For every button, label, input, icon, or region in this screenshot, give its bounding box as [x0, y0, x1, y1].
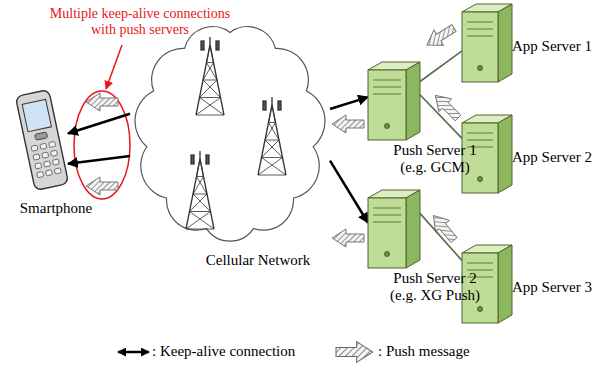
node-label: Cellular Network — [206, 252, 311, 269]
server-icon — [368, 62, 420, 140]
cloud-outline — [135, 27, 325, 242]
push-message-arrow — [86, 93, 118, 111]
keep-alive-connection — [330, 97, 368, 109]
server-link — [420, 51, 462, 82]
callout-ellipse — [74, 91, 130, 199]
keep-alive-connection — [330, 161, 368, 223]
push-server-node: Push Server 2 (e.g. XG Push) — [368, 190, 420, 268]
node-label: Push Server 2 (e.g. XG Push) — [385, 270, 485, 305]
keep-alive-connection — [68, 156, 130, 164]
cell-tower — [196, 37, 224, 115]
server-icon — [462, 115, 512, 193]
server-link — [420, 95, 462, 139]
push-server-node: Push Server 1 (e.g. GCM) — [368, 62, 420, 140]
cell-tower — [258, 97, 286, 175]
server-shape — [462, 4, 512, 82]
push-message-arrow — [86, 177, 118, 195]
cell-tower — [186, 151, 214, 229]
push-message-arrow — [429, 89, 464, 124]
app-server-node: App Server 1 — [462, 4, 512, 82]
legend-text: : Keep-alive connection — [152, 343, 295, 360]
server-shape — [368, 190, 420, 268]
legend-keepalive-symbol — [118, 351, 149, 354]
callout-text: Multiple keep-alive connections with pus… — [46, 6, 234, 38]
server-icon — [462, 4, 512, 82]
node-label: Push Server 1 (e.g. GCM) — [385, 142, 485, 177]
callout-arrow — [106, 45, 122, 89]
server-icon — [462, 245, 512, 323]
smartphone-node: Smartphone — [16, 86, 68, 194]
push-message-arrow — [422, 20, 459, 52]
node-label: App Server 2 — [512, 149, 592, 166]
node-label: Smartphone — [20, 200, 93, 217]
legend-text: : Push message — [378, 343, 470, 360]
phone-shape — [16, 86, 68, 194]
server-link — [420, 213, 462, 260]
keep-alive-connection — [68, 114, 130, 134]
server-icon — [368, 190, 420, 268]
cellular-network-node: Cellular Network — [130, 15, 330, 250]
push-message-arrow — [332, 229, 364, 247]
legend-push-symbol — [336, 342, 373, 363]
node-label: App Server 3 — [512, 279, 592, 296]
server-shape — [368, 62, 420, 140]
push-message-arrow — [332, 115, 364, 133]
node-label: App Server 1 — [512, 38, 592, 55]
smartphone-icon — [15, 90, 68, 191]
cloud-shape — [130, 15, 330, 250]
